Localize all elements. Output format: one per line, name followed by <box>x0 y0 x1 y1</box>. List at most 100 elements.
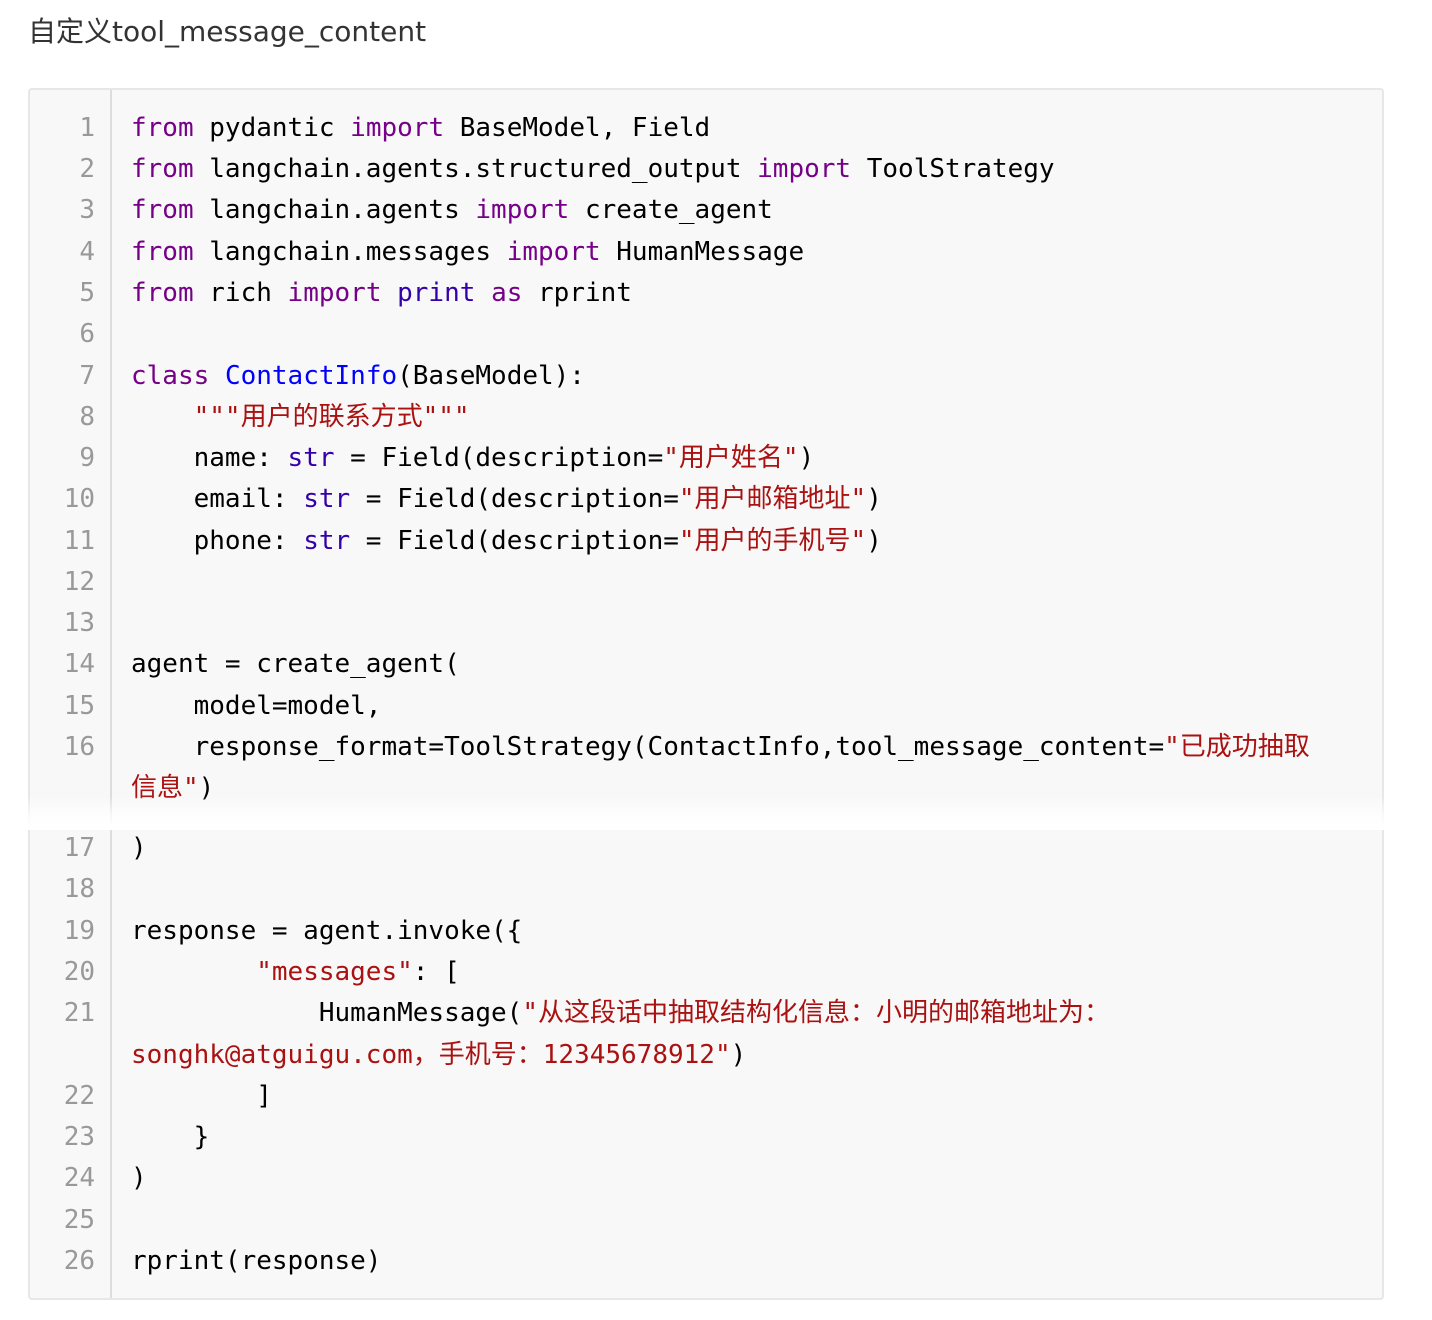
code-token: import <box>506 237 601 267</box>
line-number: 24 <box>63 1163 95 1193</box>
code-token: "用户邮箱地址" <box>678 484 867 514</box>
code-token: rich <box>193 278 288 308</box>
code-token: "从这段话中抽取结构化信息：小明的邮箱地址为： <box>522 998 1110 1028</box>
page-break-shadow <box>0 796 1432 828</box>
line-number: 8 <box>79 402 95 432</box>
code-token: from <box>131 195 194 225</box>
code-line: 11 phone: str = Field(description="用户的手机… <box>30 521 1382 562</box>
code-token: phone: <box>131 526 304 556</box>
code-token <box>475 278 491 308</box>
line-number-gutter <box>110 90 112 828</box>
line-number: 1 <box>79 113 95 143</box>
code-token: import <box>287 278 382 308</box>
code-token: BaseModel, Field <box>444 113 711 143</box>
code-token: as <box>491 278 523 308</box>
code-token: ) <box>866 484 882 514</box>
code-token: langchain.messages <box>193 237 507 267</box>
code-text: ) <box>131 1158 147 1199</box>
code-line: 10 email: str = Field(description="用户邮箱地… <box>30 479 1382 520</box>
code-token: ToolStrategy <box>851 154 1055 184</box>
section-heading: 自定义tool_message_content <box>28 15 427 48</box>
code-token: print <box>397 278 476 308</box>
code-line: 7 class ContactInfo(BaseModel): <box>30 356 1382 397</box>
code-token: = Field(description= <box>350 526 679 556</box>
code-token <box>131 402 194 432</box>
line-number: 14 <box>63 649 95 679</box>
code-token: ) <box>131 1163 147 1193</box>
code-text: from langchain.agents.structured_output … <box>131 149 1055 190</box>
code-token: from <box>131 113 194 143</box>
line-number: 18 <box>63 874 95 904</box>
code-line: 9 name: str = Field(description="用户姓名") <box>30 438 1382 479</box>
line-number: 13 <box>63 608 95 638</box>
line-number: 12 <box>63 567 95 597</box>
code-token <box>381 278 397 308</box>
code-token: ) <box>131 833 147 863</box>
code-text: "messages": [ <box>131 952 460 993</box>
code-line: 25 <box>30 1200 1382 1241</box>
code-text: model=model, <box>131 686 382 727</box>
code-text: class ContactInfo(BaseModel): <box>131 356 585 397</box>
code-line: 16 response_format=ToolStrategy(ContactI… <box>30 727 1382 768</box>
code-token: email: <box>131 484 304 514</box>
code-token: ) <box>866 526 882 556</box>
code-line: 21 HumanMessage("从这段话中抽取结构化信息：小明的邮箱地址为： <box>30 993 1382 1034</box>
code-text: from rich import print as rprint <box>131 273 632 314</box>
code-text: from pydantic import BaseModel, Field <box>131 108 710 149</box>
code-token: str <box>287 443 335 473</box>
code-block[interactable]: 1 from pydantic import BaseModel, Field 2 f… <box>28 88 1384 828</box>
code-token: agent = create_agent( <box>131 649 460 679</box>
line-number: 7 <box>79 361 95 391</box>
code-token: str <box>303 526 351 556</box>
code-token: langchain.agents <box>193 195 476 225</box>
code-token: ) <box>198 773 215 803</box>
code-text: from langchain.agents import create_agen… <box>131 190 773 231</box>
code-token: HumanMessage <box>600 237 805 267</box>
code-token: ContactInfo <box>224 361 398 391</box>
code-line: 6 <box>30 314 1382 355</box>
code-token: ) <box>798 443 815 473</box>
code-line: 22 ] <box>30 1076 1382 1117</box>
code-text: from langchain.messages import HumanMess… <box>131 232 804 273</box>
code-token: rprint <box>522 278 632 308</box>
line-number: 2 <box>79 154 95 184</box>
code-text: """用户的联系方式""" <box>131 397 470 438</box>
line-number: 6 <box>79 319 95 349</box>
line-number: 16 <box>63 732 95 762</box>
code-token <box>209 361 225 391</box>
line-number: 17 <box>63 833 95 863</box>
line-number: 15 <box>63 691 95 721</box>
code-text: agent = create_agent( <box>131 644 460 685</box>
code-line: 12 <box>30 562 1382 603</box>
code-token: "用户的手机号" <box>678 526 867 556</box>
code-token: "已成功抽取 <box>1164 732 1310 762</box>
code-token: from <box>131 278 194 308</box>
code-text: name: str = Field(description="用户姓名") <box>131 438 815 479</box>
code-text: email: str = Field(description="用户邮箱地址") <box>131 479 882 520</box>
code-text: } <box>131 1117 210 1158</box>
code-token: "messages" <box>256 957 413 987</box>
line-number: 4 <box>79 237 95 267</box>
code-token: } <box>131 1122 210 1152</box>
code-line: 24) <box>30 1158 1382 1199</box>
line-number: 20 <box>63 957 95 987</box>
page-break <box>0 824 1432 830</box>
code-line: 13 <box>30 603 1382 644</box>
line-number: 23 <box>63 1122 95 1152</box>
code-token: langchain.agents.structured_output <box>193 154 758 184</box>
line-number: 25 <box>63 1205 95 1235</box>
code-text: response_format=ToolStrategy(ContactInfo… <box>131 727 1310 768</box>
code-line: 23 } <box>30 1117 1382 1158</box>
line-number: 3 <box>79 195 95 225</box>
code-token: import <box>475 195 570 225</box>
code-line: 1 from pydantic import BaseModel, Field <box>30 108 1382 149</box>
code-token: (BaseModel): <box>397 361 585 391</box>
line-number-gutter <box>110 828 112 1298</box>
code-line: 4 from langchain.messages import HumanMes… <box>30 232 1382 273</box>
code-token: "用户姓名" <box>663 443 799 473</box>
code-line-wrap: songhk@atguigu.com，手机号：12345678912") <box>131 1035 746 1076</box>
code-token: name: <box>131 443 288 473</box>
